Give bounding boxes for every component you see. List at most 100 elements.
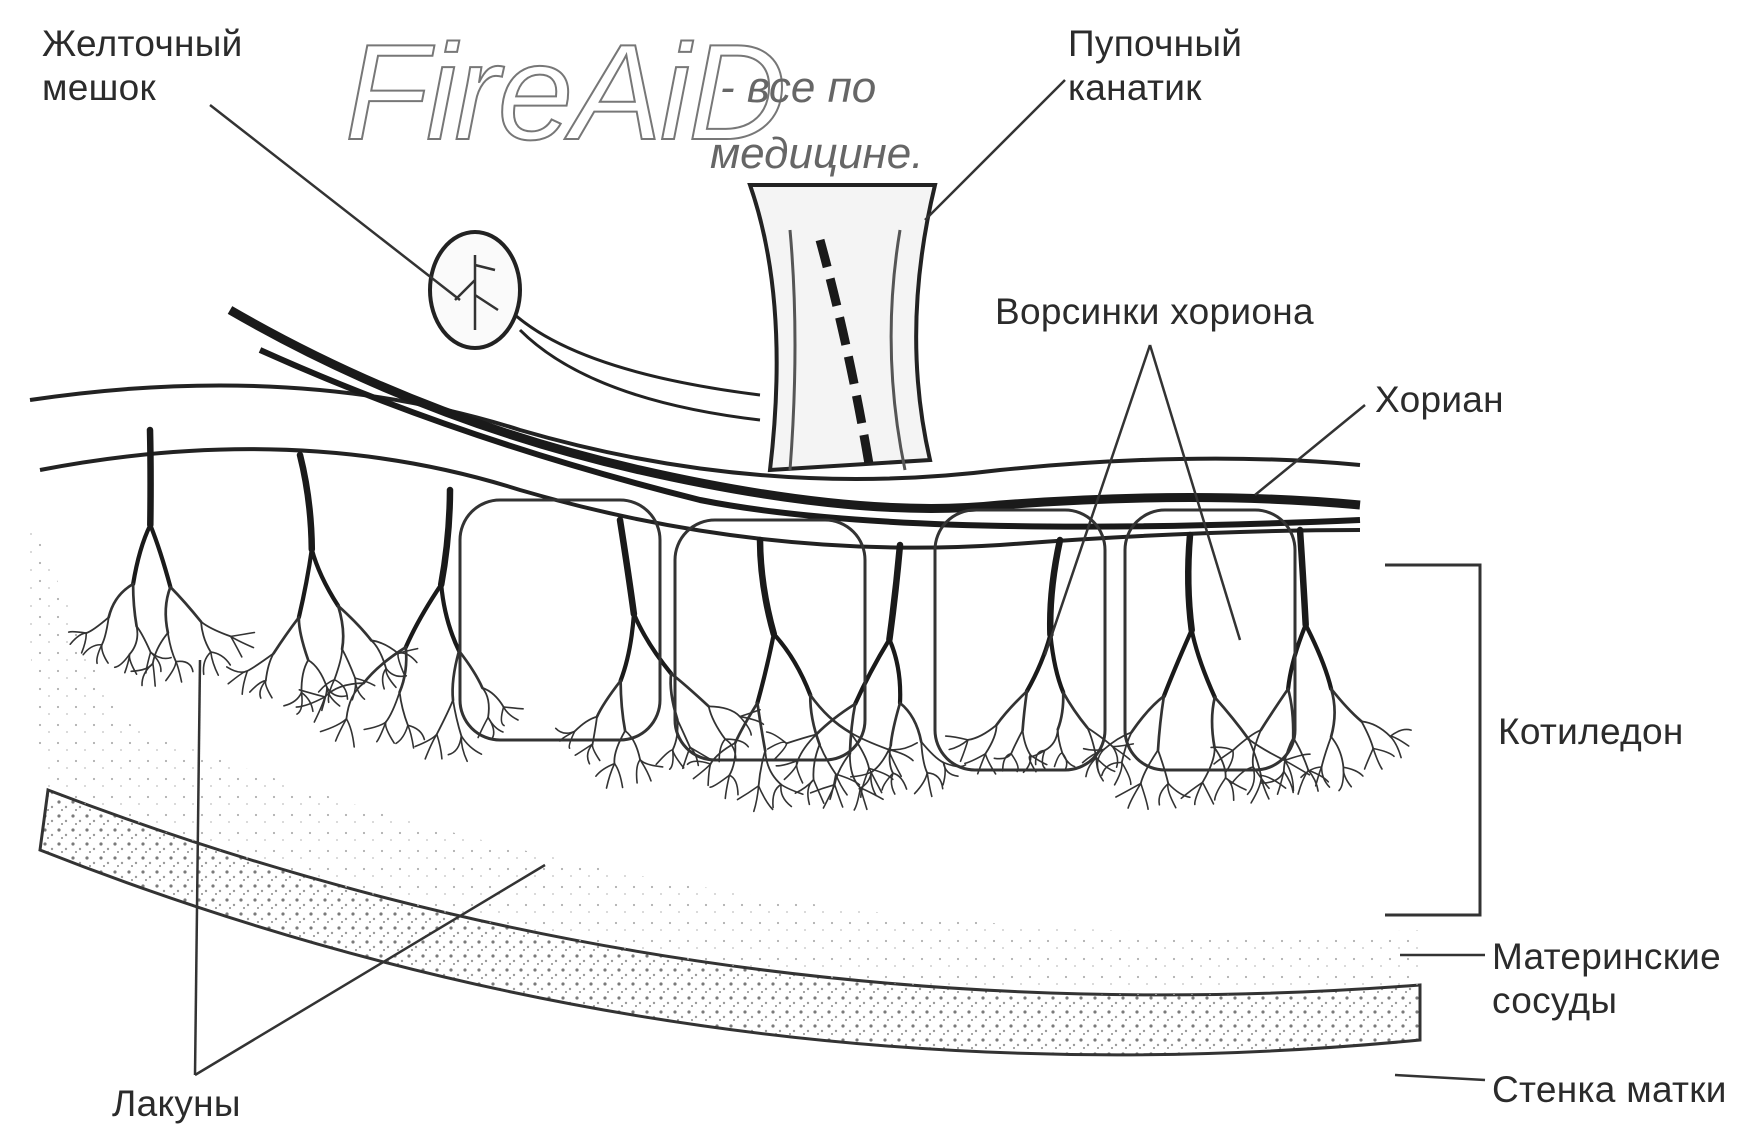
villus-branch [1365,749,1374,770]
villus-branch [97,645,102,664]
villus-branch [227,667,248,672]
villus-branch [1215,697,1249,739]
villus-branch [854,788,860,810]
villus-branch [850,753,861,788]
villus-branch [556,728,575,733]
villus-branch [150,525,170,587]
villus-branch [109,584,133,617]
villus-branch [1390,729,1411,736]
label-umbilical-cord-line2: канатик [1068,66,1242,110]
label-chorion: Хориан [1375,378,1504,422]
villus-branch [338,606,343,649]
villus-branch [1343,767,1363,776]
villus-branch [774,743,786,759]
villus-branch [86,617,109,633]
villus-branch [166,587,171,633]
villus-branch [1102,762,1122,775]
villus-branch [1027,635,1051,692]
label-yolk-sac-line2: мешок [42,66,243,110]
villus-branch [614,731,625,764]
villus-branch [334,649,342,680]
villus-branch [1261,689,1288,730]
villus-branch [1300,530,1306,625]
villus-branch [1050,540,1060,635]
villus-branch [671,674,709,707]
villus-branch [900,703,921,742]
villus-branch [1011,730,1023,753]
villus-branch [1192,630,1215,697]
villus-branch [1159,784,1168,805]
villus-branch [459,651,482,688]
label-lacunae: Лакуны [112,1082,241,1126]
villus-branch [759,751,766,786]
villus-outline [1125,510,1295,770]
villus-branch [893,773,907,789]
villus-branch [461,736,481,754]
villus-outline [460,500,660,740]
villus-branch [1339,767,1343,790]
villus-branch [1203,782,1214,804]
villus-branch [137,626,151,652]
villus-branch [371,640,398,653]
villus-branch [170,587,201,622]
villus-branch [735,703,757,743]
villus-branch [621,681,626,731]
villus-branch [146,652,151,673]
villus-branch [1212,697,1215,747]
villus-branch [946,736,968,740]
villus-branch [1023,691,1027,730]
label-maternal-vessels-line2: сосуды [1492,979,1721,1023]
villus-branch [1158,696,1164,750]
label-maternal-vessels: Материнские сосуды [1492,935,1721,1023]
villus-branch [153,664,155,687]
villus-branch [1251,776,1261,803]
villus-branch [1188,535,1191,630]
villus-branch [1045,729,1058,750]
villus-branch [1262,772,1284,784]
villus-branch [300,455,312,549]
villus-branch [709,706,726,739]
villus-branch [835,785,843,807]
villus-branch [888,743,917,750]
villus-branch [231,633,255,637]
villus-branch [211,652,219,675]
villus-branch [501,707,504,726]
villus-branch [1298,770,1308,794]
villus-branch [1285,754,1310,760]
villus-branch [274,617,299,653]
label-umbilical-cord-line1: Пупочный [1068,22,1242,66]
villus-branch [855,639,889,704]
villus-branch [242,671,247,694]
villus-branch [201,622,231,637]
villus-branch [1215,778,1226,800]
villus-branch [757,703,765,751]
villus-branch [656,750,673,765]
villus-branch [637,760,641,783]
villus-branch [406,585,441,648]
villus-branch [1288,625,1306,689]
villus-branch [592,744,599,761]
chorion-plate [30,385,1360,479]
villus-branch [1331,689,1335,737]
villus-branch [488,717,494,738]
watermark-tagline-1: - все по [720,62,876,114]
villus-branch [299,549,312,617]
villus-branch [437,734,442,759]
villus-branch [346,719,354,747]
villus-branch [767,732,787,743]
villus-branch [437,700,453,734]
villus-branch [482,688,488,718]
villus-branch [1113,744,1134,747]
villus-branch [441,490,450,585]
villus-branch [1288,689,1293,738]
villus-branch [398,653,405,675]
villus-branch [166,662,176,681]
villus-branch [265,681,272,698]
villus-branch [621,614,634,681]
villus-branch [1168,784,1190,798]
villus-branch [968,725,997,740]
villus-branch [1113,747,1130,760]
villus-branch [709,706,740,716]
villus-branch [1031,755,1047,764]
